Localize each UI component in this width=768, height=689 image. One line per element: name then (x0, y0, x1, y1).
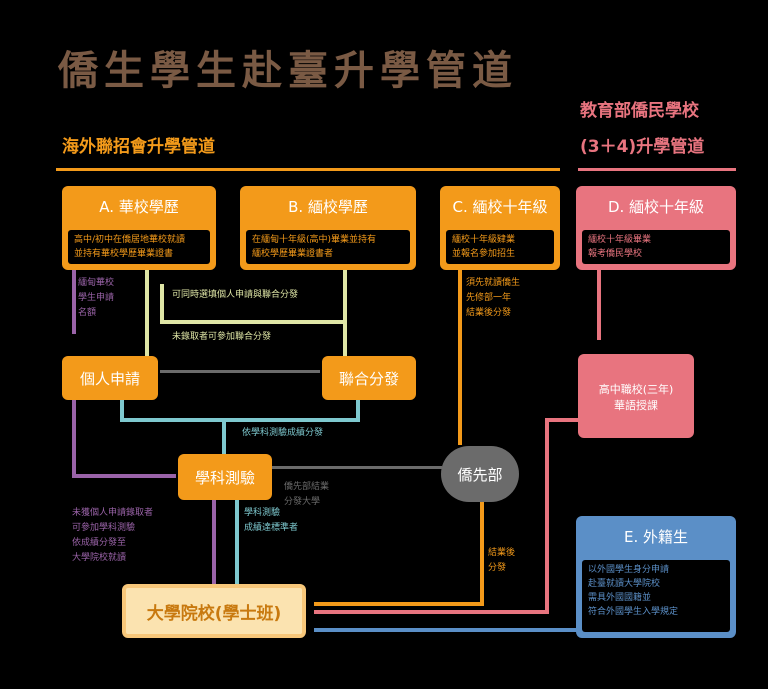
section-right-title-1: 教育部僑民學校 (580, 101, 699, 121)
path-a-line-1: 高中/初中在僑居地華校就讀 (74, 235, 186, 245)
purple-left-note-2: 可參加學科測驗 (72, 523, 136, 533)
c-side-note: 須先就讀僑生 先修部一年 結業後分發 (466, 276, 520, 321)
preparatory-node[interactable]: 僑先部 (441, 446, 519, 502)
path-b-box[interactable]: B. 緬校學歷 在緬甸十年級(高中)畢業並持有 緬校學歷畢業證書者 (240, 186, 416, 270)
path-b-line-2: 緬校學歷畢業證書者 (252, 249, 334, 259)
path-d-header: D. 緬校十年級 (607, 197, 705, 216)
path-a-box[interactable]: A. 華校學歷 高中/初中在僑居地華校就讀 並持有華校學歷畢業證書 (62, 186, 216, 270)
section-left-title: 海外聯招會升學管道 (62, 137, 215, 157)
path-b-line-1: 在緬甸十年級(高中)畢業並持有 (252, 235, 377, 245)
university-node[interactable]: 大學院校(學士班) (122, 584, 306, 638)
purple-left-note: 未獲個人申請錄取者 可參加學科測驗 依成績分發至 大學院校就讀 (72, 506, 153, 566)
gray-mid-note-2: 分發大學 (284, 497, 321, 507)
path-d-line-1: 緬校十年級畢業 (588, 235, 652, 245)
path-c-header: C. 緬校十年級 (452, 197, 548, 216)
prep-side-note-2: 分發 (488, 563, 507, 573)
path-e-line-3: 需具外國國籍並 (588, 593, 652, 603)
lime-note-1: 可同時選填個人申請與聯合分發 (172, 290, 299, 300)
joint-allocation-node[interactable]: 聯合分發 (322, 356, 416, 400)
path-c-line-2: 並報名參加招生 (452, 249, 516, 259)
prep-side-note: 結業後 分發 (488, 546, 515, 576)
path-c-line-1: 緬校十年級肄業 (452, 235, 516, 245)
path-a-header: A. 華校學歷 (99, 197, 179, 216)
prep-side-note-1: 結業後 (488, 548, 516, 558)
section-right-title-2: (3＋4)升學管道 (580, 137, 705, 157)
subject-exam-node[interactable]: 學科測驗 (178, 454, 272, 500)
a-side-note-3: 名額 (78, 308, 97, 318)
path-c-body: 緬校十年級肄業 並報名參加招生 (446, 230, 554, 264)
path-d-line-2: 報考僑民學校 (588, 249, 643, 259)
path-e-header: E. 外籍生 (623, 527, 688, 546)
a-side-note: 緬甸華校 學生申請 名額 (78, 276, 114, 321)
a-side-note-1: 緬甸華校 (78, 278, 115, 288)
highschool-line-1: 高中職校(三年) (598, 383, 674, 396)
lime-note-2: 未錄取者可參加聯合分發 (172, 332, 272, 342)
c-side-note-1: 須先就讀僑生 (466, 278, 521, 288)
path-d-body: 緬校十年級畢業 報考僑民學校 (582, 230, 730, 264)
path-e-line-4: 符合外國學生入學規定 (588, 607, 679, 617)
purple-left-note-4: 大學院校就讀 (72, 553, 127, 563)
path-b-body: 在緬甸十年級(高中)畢業並持有 緬校學歷畢業證書者 (246, 230, 410, 264)
a-side-note-2: 學生申請 (78, 293, 115, 303)
gray-mid-note: 僑先部結業 分發大學 (284, 480, 329, 510)
path-a-body: 高中/初中在僑居地華校就讀 並持有華校學歷畢業證書 (68, 230, 210, 264)
path-e-body: 以外國學生身分申請 赴臺就讀大學院校 需具外國國籍並 符合外國學生入學規定 (582, 560, 730, 632)
path-e-line-2: 赴臺就讀大學院校 (588, 579, 661, 589)
teal-sub-note: 學科測驗 成績達標準者 (244, 506, 298, 536)
highschool-node[interactable]: 高中職校(三年) 華語授課 (578, 354, 694, 438)
path-c-box[interactable]: C. 緬校十年級 緬校十年級肄業 並報名參加招生 (440, 186, 560, 270)
c-side-note-2: 先修部一年 (466, 293, 512, 303)
gray-mid-note-1: 僑先部結業 (284, 482, 330, 492)
personal-application-node[interactable]: 個人申請 (62, 356, 158, 400)
path-e-line-1: 以外國學生身分申請 (588, 565, 670, 575)
path-d-box[interactable]: D. 緬校十年級 緬校十年級畢業 報考僑民學校 (576, 186, 736, 270)
path-b-header: B. 緬校學歷 (288, 197, 368, 216)
path-e-box[interactable]: E. 外籍生 以外國學生身分申請 赴臺就讀大學院校 需具外國國籍並 符合外國學生… (576, 516, 736, 638)
purple-left-note-1: 未獲個人申請錄取者 (72, 508, 154, 518)
section-right-divider (578, 168, 736, 171)
exam-note: 依學科測驗成績分發 (242, 428, 324, 438)
page-title: 僑生學生赴臺升學管道 (58, 48, 518, 94)
highschool-line-2: 華語授課 (614, 399, 658, 412)
c-side-note-3: 結業後分發 (466, 308, 512, 318)
teal-sub-note-1: 學科測驗 (244, 508, 281, 518)
teal-sub-note-2: 成績達標準者 (244, 523, 299, 533)
purple-left-note-3: 依成績分發至 (72, 538, 127, 548)
section-left-divider (56, 168, 560, 171)
path-a-line-2: 並持有華校學歷畢業證書 (74, 249, 174, 259)
